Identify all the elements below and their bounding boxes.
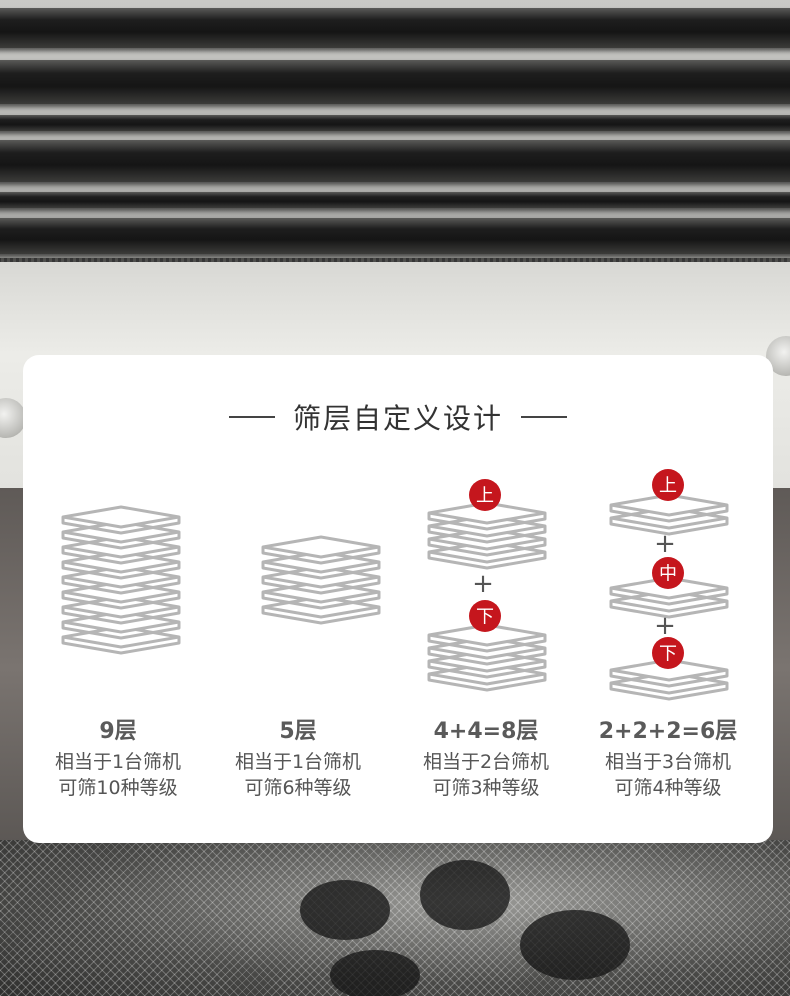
option-2-plus-2-plus-2-layers: + + 上中下 2+2+2=6层 相当于3台筛机 可筛4种等级 [573, 355, 763, 843]
screen-layer [427, 501, 547, 531]
option-4-plus-4-layers: + 上下 4+4=8层 相当于2台筛机 可筛3种等级 [391, 355, 581, 843]
screen-layer [609, 493, 729, 523]
option-5-layers: 5层 相当于1台筛机 可筛6种等级 [203, 355, 393, 843]
grade-count: 可筛6种等级 [244, 777, 352, 799]
layers-illustration: + + 上中下 [573, 455, 763, 705]
stack-4-plus-4: + 上下 [427, 479, 547, 692]
screen-layer [609, 658, 729, 688]
background-mesh-screen [0, 840, 790, 996]
option-9-layers: 9层 相当于1台筛机 可筛10种等级 [23, 355, 213, 843]
svg-text:上: 上 [659, 476, 677, 497]
machine-equivalent: 相当于3台筛机 [604, 751, 732, 773]
card-title: 筛层自定义设计 [292, 402, 503, 435]
plus-sign: + [472, 569, 494, 599]
stack-2-plus-2-plus-2: + + 上中下 [609, 469, 729, 701]
svg-text:下: 下 [476, 607, 494, 628]
layer-count: 4+4=8层 [433, 719, 539, 744]
badge-top: 上 [652, 469, 684, 501]
title-left-line [228, 416, 275, 418]
badge-top: 上 [469, 479, 501, 511]
grade-count: 可筛4种等级 [614, 777, 722, 799]
svg-text:中: 中 [659, 564, 677, 585]
grade-count: 可筛3种等级 [432, 777, 540, 799]
machine-equivalent: 相当于1台筛机 [234, 751, 362, 773]
screen-layer [261, 535, 381, 565]
title-right-line [521, 416, 567, 418]
layer-count: 2+2+2=6层 [598, 719, 738, 744]
machine-equivalent: 相当于2台筛机 [422, 751, 550, 773]
title-row: 筛层自定义设计 [23, 395, 773, 439]
screen-layer [427, 623, 547, 653]
layer-count: 9层 [99, 719, 137, 744]
svg-text:上: 上 [476, 486, 494, 507]
layers-illustration [23, 455, 213, 705]
layer-count: 5层 [279, 719, 317, 744]
background-photo-trays [0, 0, 790, 300]
layers-illustration: + 上下 [391, 455, 581, 705]
machine-equivalent: 相当于1台筛机 [54, 751, 182, 773]
badge-bottom: 下 [652, 637, 684, 669]
plus-sign: + [654, 529, 676, 559]
screen-layer [427, 514, 547, 544]
screen-layer [61, 505, 181, 535]
svg-text:下: 下 [659, 644, 677, 665]
stack-9-layers [61, 505, 181, 655]
layers-illustration [203, 455, 393, 705]
stack-5-layers [261, 535, 381, 625]
plus-sign: + [654, 611, 676, 641]
badge-middle: 中 [652, 557, 684, 589]
layer-design-card: 筛层自定义设计 9层 相当于1台筛机 可筛10种等级 5层 相当于1台筛机 可筛… [23, 355, 773, 843]
grade-count: 可筛10种等级 [58, 777, 178, 799]
badge-bottom: 下 [469, 600, 501, 632]
